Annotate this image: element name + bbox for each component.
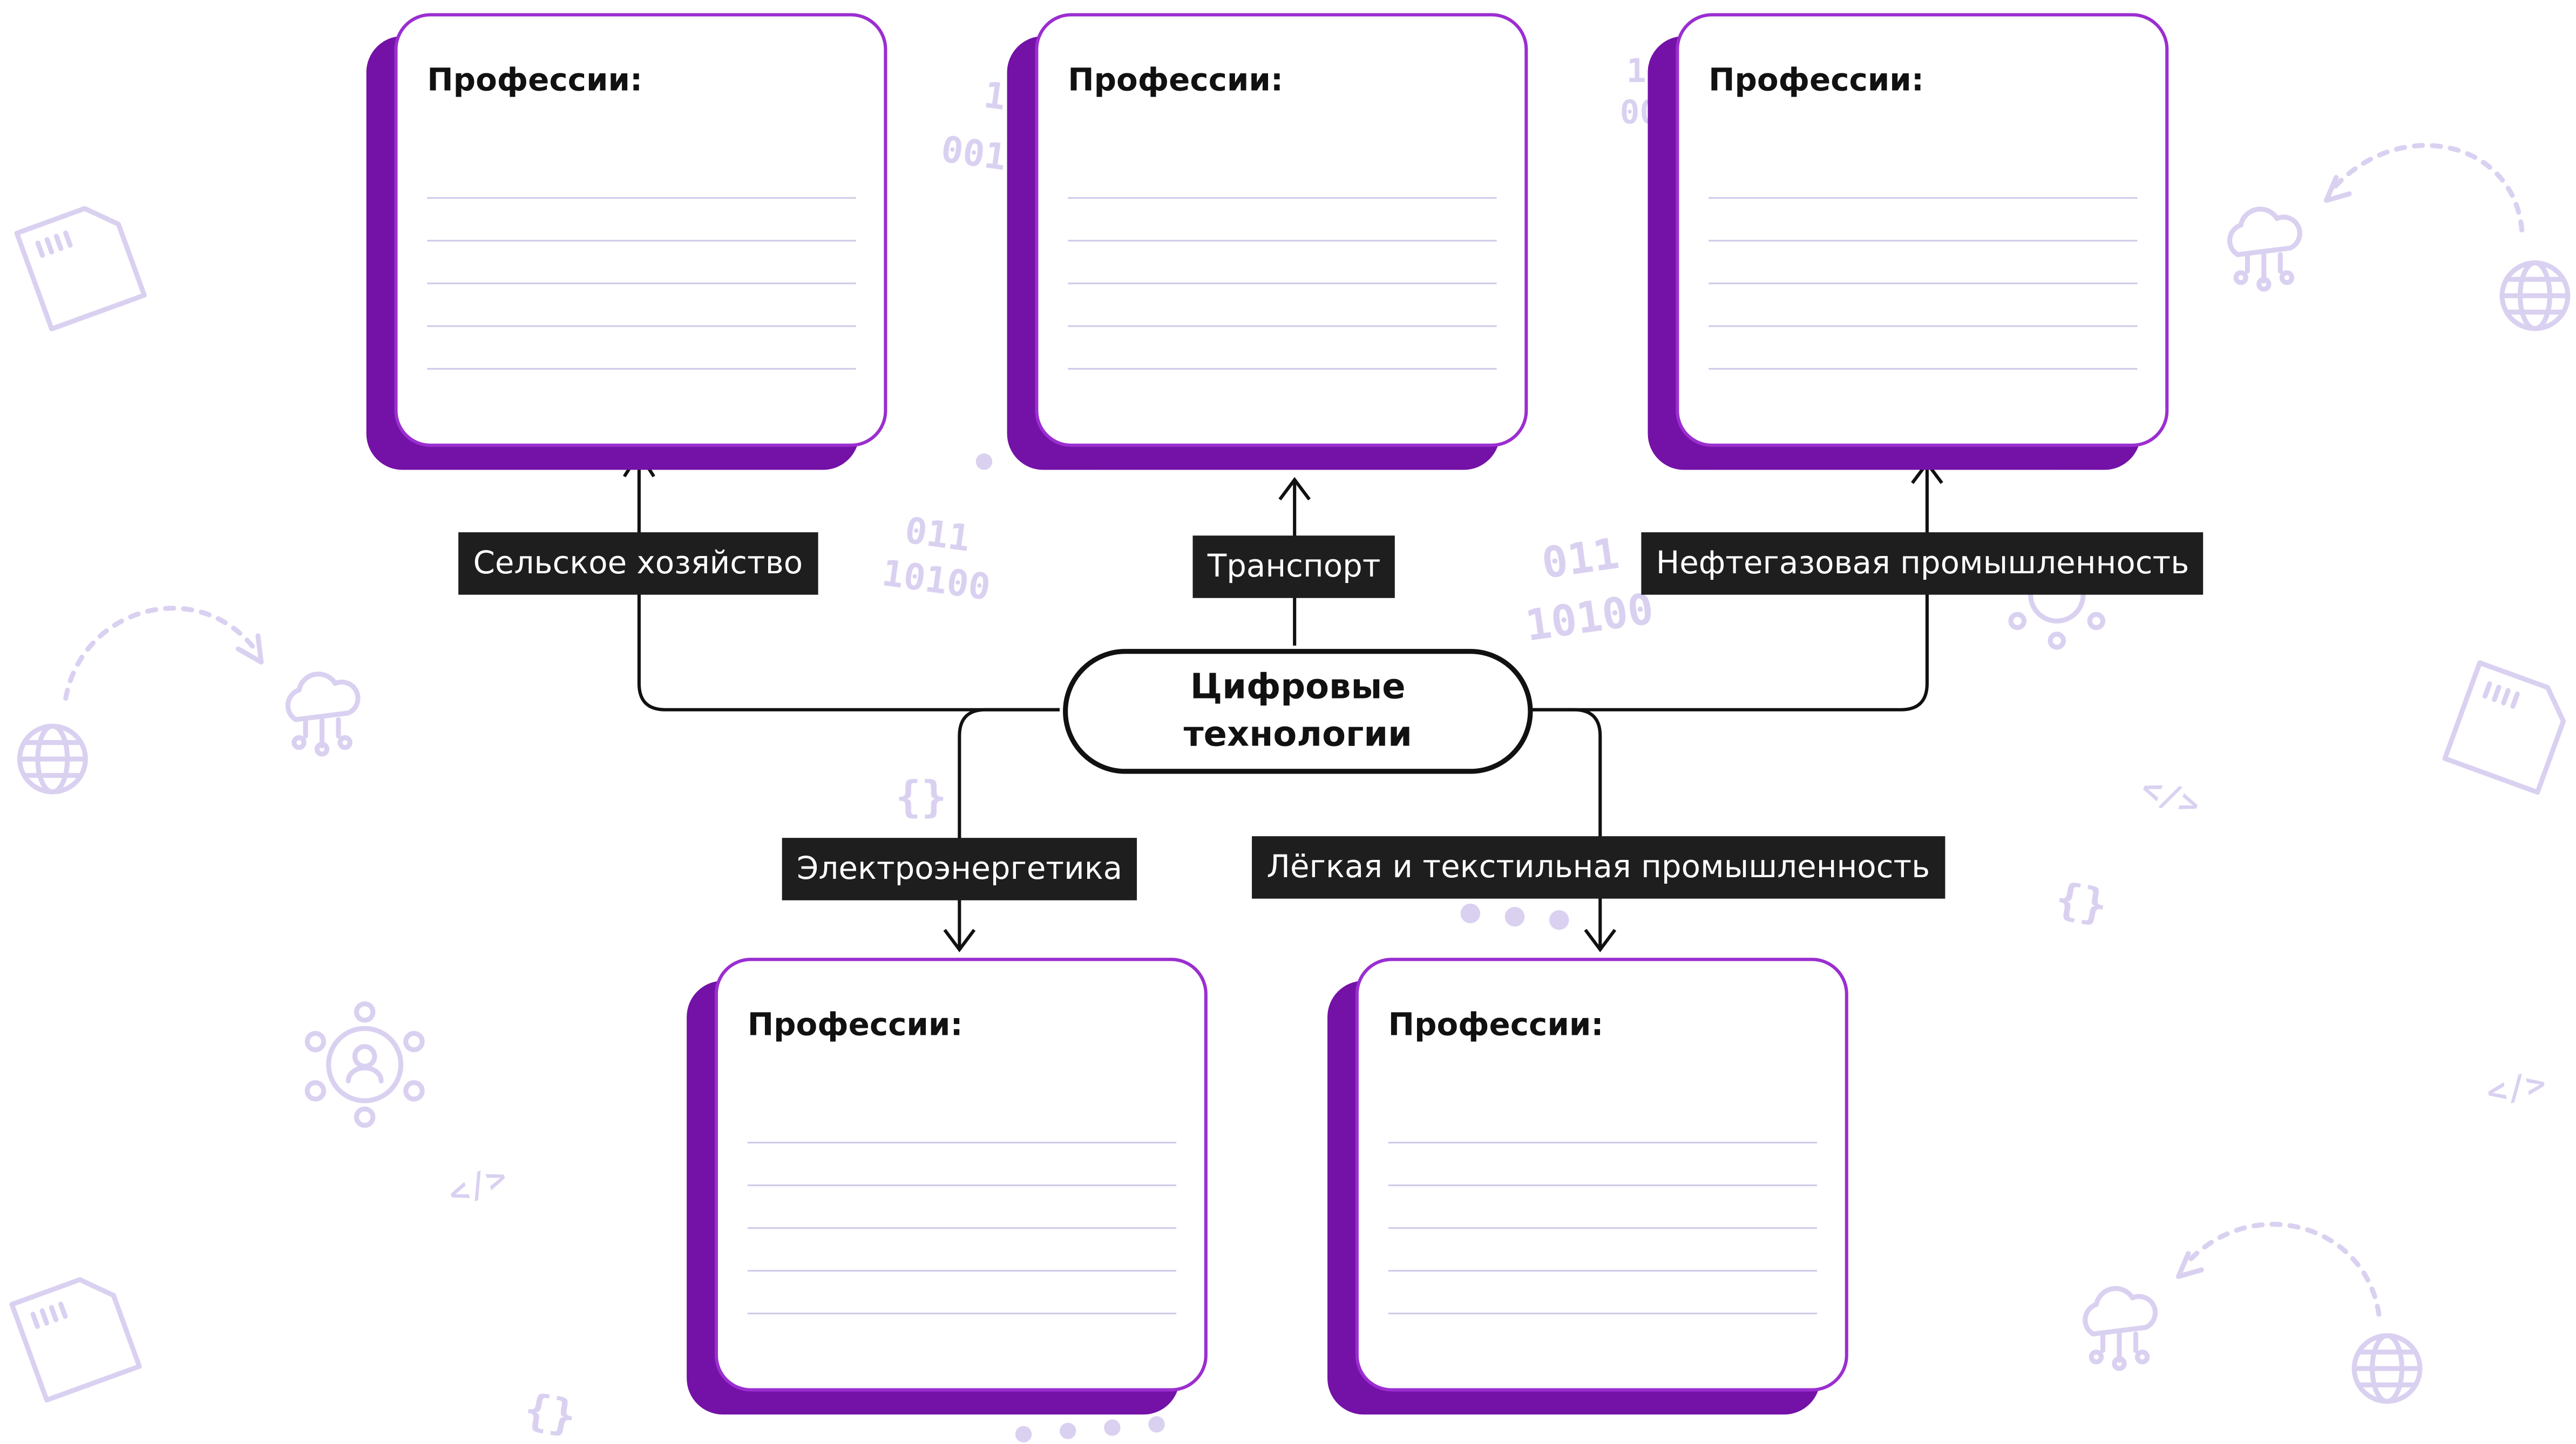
- svg-text:{}: {}: [521, 1384, 580, 1442]
- writing-line[interactable]: [1388, 1184, 1818, 1187]
- card-title: Профессии:: [1068, 62, 1284, 99]
- globe-icon: [2499, 260, 2571, 331]
- writing-line[interactable]: [1388, 1227, 1818, 1229]
- svg-text:1: 1: [1626, 52, 1646, 90]
- card-face: Профессии:: [394, 13, 887, 447]
- arrowhead-textile: [1584, 928, 1617, 953]
- writing-line[interactable]: [747, 1270, 1177, 1272]
- svg-text:011: 011: [1539, 528, 1622, 588]
- sd-card-icon: [9, 1277, 142, 1403]
- card-face: Профессии:: [714, 958, 1208, 1392]
- writing-line[interactable]: [747, 1184, 1177, 1187]
- branch-label-power: Электроэнергетика: [782, 838, 1137, 900]
- connector-textile: [1529, 708, 1602, 950]
- writing-line[interactable]: [1068, 197, 1497, 199]
- card-title: Профессии:: [747, 1007, 963, 1043]
- writing-line[interactable]: [1068, 325, 1497, 327]
- sd-card-icon: [14, 206, 147, 331]
- branch-label-textile: Лёгкая и текстильная промышленность: [1252, 836, 1945, 899]
- card-face: Профессии:: [1355, 958, 1848, 1392]
- writing-line[interactable]: [747, 1227, 1177, 1229]
- connector-oilgas: [1529, 463, 1929, 711]
- writing-line[interactable]: [1709, 325, 2138, 327]
- writing-line[interactable]: [1388, 1142, 1818, 1144]
- writing-line[interactable]: [427, 282, 856, 284]
- writing-line[interactable]: [1068, 282, 1497, 284]
- writing-line[interactable]: [1388, 1312, 1818, 1314]
- profession-card-transport: Профессии:: [1007, 13, 1528, 470]
- branch-label-oilgas: Нефтегазовая промышленность: [1641, 532, 2204, 595]
- writing-line[interactable]: [1709, 282, 2138, 284]
- dot-row-icon: [975, 453, 1569, 1443]
- svg-text:{}: {}: [896, 772, 947, 822]
- profession-card-agriculture: Профессии:: [366, 13, 887, 470]
- globe-icon: [17, 723, 88, 795]
- svg-text:011: 011: [903, 509, 973, 560]
- cloud-network-icon: [2227, 206, 2302, 292]
- writing-line[interactable]: [1709, 368, 2138, 370]
- writing-line[interactable]: [427, 368, 856, 370]
- writing-line[interactable]: [1068, 368, 1497, 370]
- writing-line[interactable]: [1388, 1270, 1818, 1272]
- writing-line[interactable]: [1709, 240, 2138, 242]
- dashed-arrow-icon: [2323, 143, 2525, 233]
- card-title: Профессии:: [1709, 62, 1924, 99]
- writing-line[interactable]: [1709, 197, 2138, 199]
- svg-text:{}: {}: [2052, 873, 2111, 931]
- sd-card-icon: [2442, 660, 2566, 795]
- writing-line[interactable]: [427, 240, 856, 242]
- profession-card-power: Профессии:: [687, 958, 1208, 1415]
- profession-card-oilgas: Профессии:: [1648, 13, 2169, 470]
- branch-label-transport: Транспорт: [1192, 535, 1395, 598]
- profession-card-textile: Профессии:: [1327, 958, 1848, 1415]
- card-title: Профессии:: [427, 62, 643, 99]
- writing-line[interactable]: [747, 1312, 1177, 1314]
- central-topic-label: Цифровые технологии: [1183, 667, 1412, 754]
- writing-line[interactable]: [747, 1142, 1177, 1144]
- card-face: Профессии:: [1035, 13, 1528, 447]
- arrowhead-power: [943, 928, 976, 953]
- cloud-network-icon: [285, 672, 361, 757]
- cloud-network-icon: [2083, 1286, 2158, 1371]
- arrowhead-transport: [1278, 477, 1311, 501]
- writing-line[interactable]: [1068, 240, 1497, 242]
- connector-power: [958, 708, 1060, 950]
- dashed-arrow-icon: [63, 606, 264, 701]
- globe-icon: [2351, 1333, 2423, 1404]
- writing-line[interactable]: [427, 325, 856, 327]
- central-topic-node: Цифровые технологии: [1063, 649, 1533, 774]
- network-hub-icon: [304, 1001, 425, 1128]
- card-title: Профессии:: [1388, 1007, 1604, 1043]
- branch-label-agriculture: Сельское хозяйство: [458, 532, 818, 595]
- svg-text:001: 001: [939, 128, 1009, 179]
- writing-line[interactable]: [427, 197, 856, 199]
- dashed-arrow-icon: [2175, 1222, 2382, 1317]
- connector-agriculture: [637, 450, 1060, 711]
- card-face: Профессии:: [1676, 13, 2169, 447]
